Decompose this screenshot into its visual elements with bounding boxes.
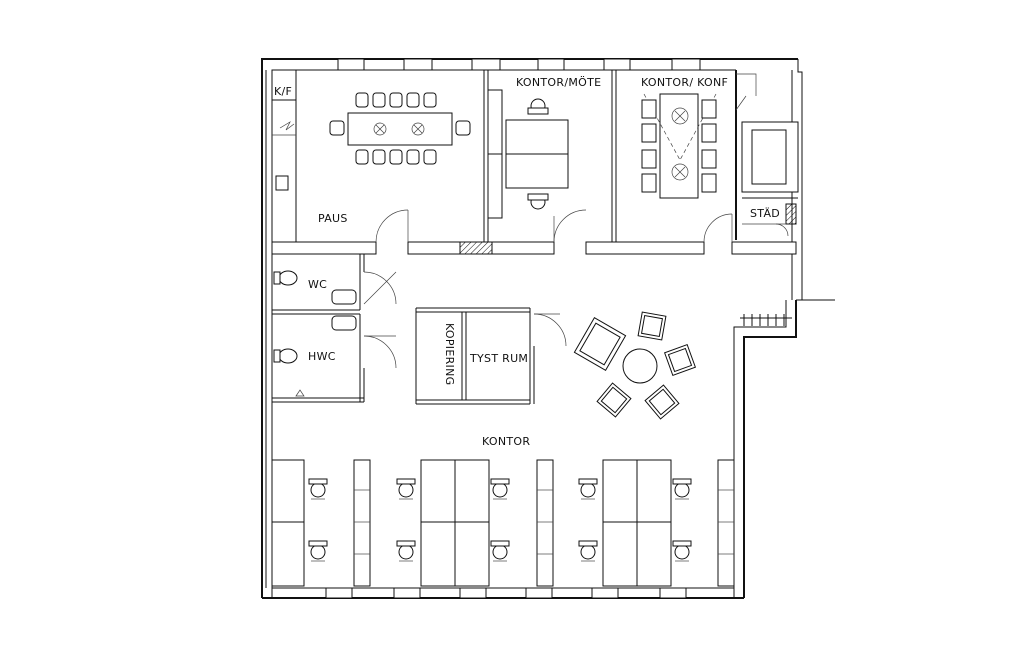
label-stad: STÄD	[750, 207, 780, 220]
office-chairs	[308, 478, 692, 562]
open-office-desks	[271, 459, 735, 587]
upper-room-walls	[272, 70, 617, 242]
shaft-block	[735, 73, 799, 237]
kontor-mote-furniture	[487, 89, 569, 219]
wall-break-marks	[740, 314, 792, 326]
lounge-area	[573, 311, 697, 420]
windows-bottom	[325, 587, 687, 599]
kontor-konf-furniture	[641, 93, 717, 199]
upper-partition	[271, 209, 797, 255]
wc-rooms	[272, 254, 397, 403]
label-hwc: HWC	[308, 350, 336, 363]
kitchen-strip	[272, 121, 296, 191]
room-labels: K/F PAUS KONTOR/MÖTE KONTOR/ KONF STÄD W…	[274, 76, 780, 448]
windows-top	[337, 58, 701, 71]
label-kopiering: KOPIERING	[443, 323, 456, 385]
copy-quiet-rooms	[415, 307, 567, 405]
label-wc: WC	[308, 278, 327, 291]
label-paus: PAUS	[318, 212, 348, 225]
label-kontor: KONTOR	[482, 435, 530, 448]
label-kf: K/F	[274, 85, 292, 98]
paus-table-group	[329, 92, 471, 165]
label-kontor-konf: KONTOR/ KONF	[641, 76, 728, 89]
label-kontor-mote: KONTOR/MÖTE	[516, 76, 601, 89]
label-tyst-rum: TYST RUM	[469, 352, 528, 365]
